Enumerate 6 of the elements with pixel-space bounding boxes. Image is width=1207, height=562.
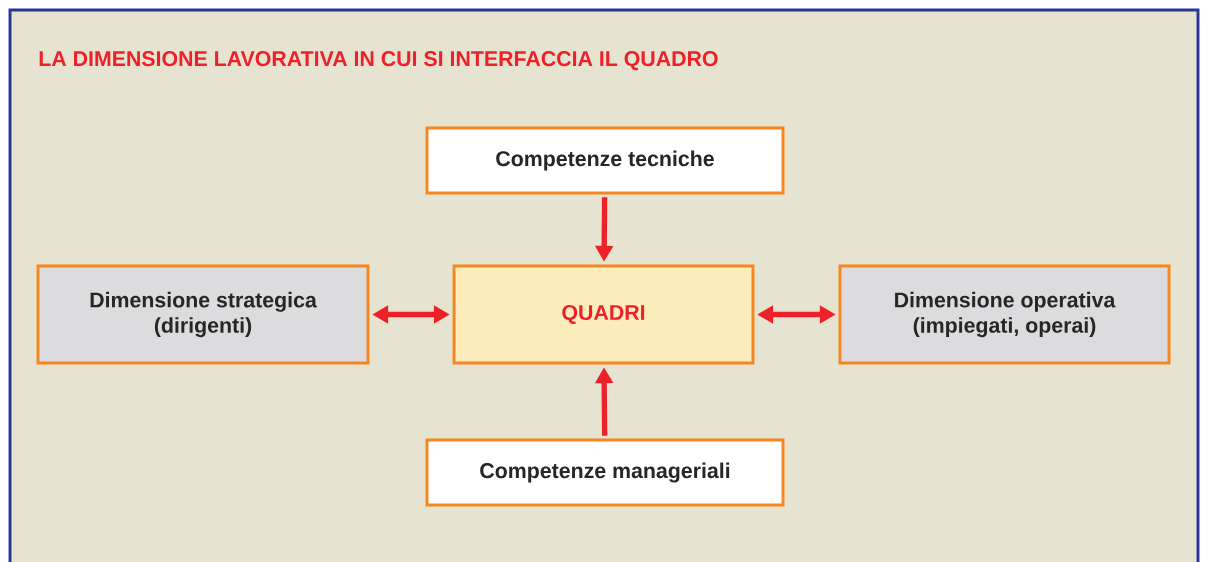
title: LA DIMENSIONE LAVORATIVA IN CUI SI INTERFACCIA IL QUADRO xyxy=(39,51,718,71)
competence-box: Competenze tecniche xyxy=(425,126,785,195)
central-box: QUADRI xyxy=(452,264,755,365)
dimension-box: Dimensione operativa (impiegati, operai) xyxy=(838,264,1171,365)
dimension-box: Dimensione strategica (dirigenti) xyxy=(36,264,370,365)
competence-box: Competenze manageriali xyxy=(425,438,785,507)
